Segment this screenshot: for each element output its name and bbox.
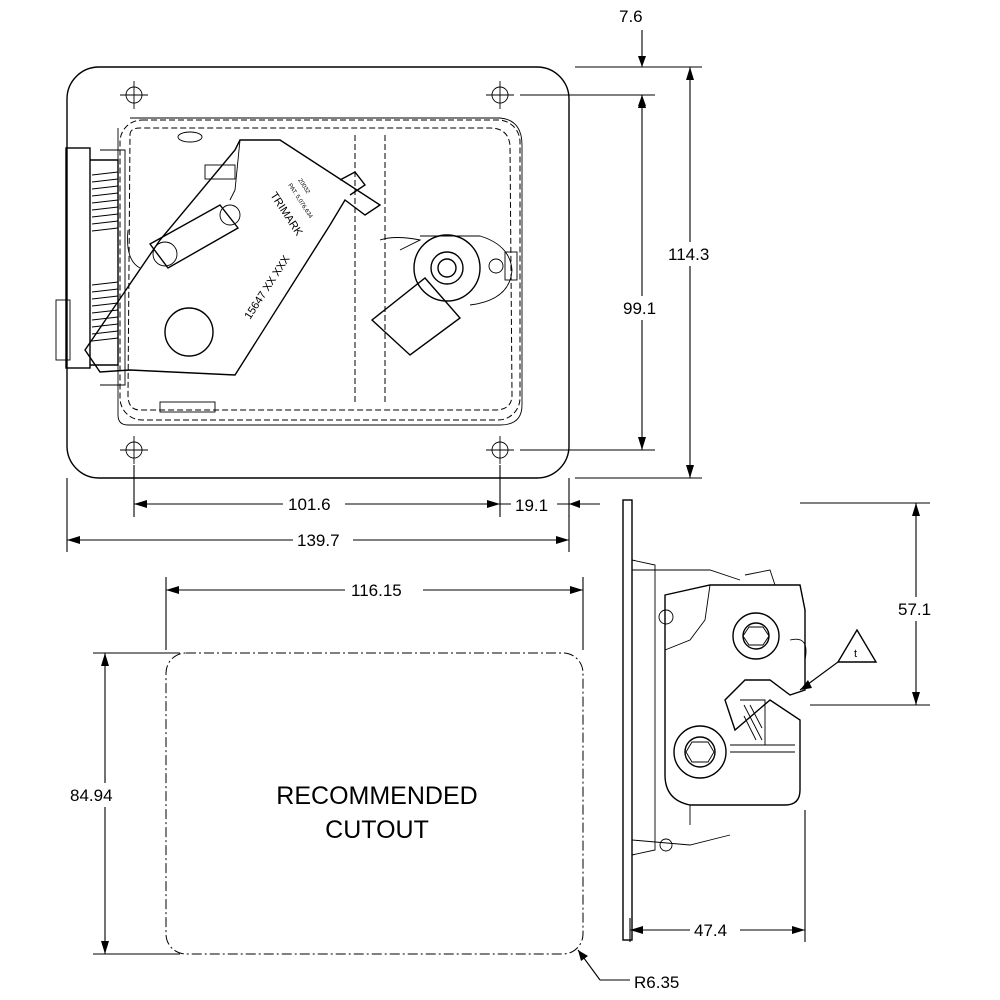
side-flange	[622, 499, 633, 941]
dim-overall-height: 114.3	[668, 245, 709, 264]
cutout-view: RECOMMENDED CUTOUT 116.15 84.94 R6.35	[66, 577, 679, 992]
cutout-label-line2: CUTOUT	[325, 816, 429, 844]
dim-cutout-width: 116.15	[351, 581, 402, 600]
dim-edge-offset: 7.6	[619, 7, 643, 26]
dim-hole-edge-distance: 19.1	[515, 496, 548, 515]
part-marking: TRIMARK PAT. 5,076,634 20032 15647 XX XX…	[242, 178, 313, 322]
mounting-hole-top-left	[120, 81, 148, 109]
recess-pan	[127, 127, 513, 411]
dim-overall-width: 139.7	[297, 531, 340, 550]
dim-side-depth: 47.4	[694, 921, 727, 940]
paddle-handle	[84, 139, 382, 376]
cutout-label-line1: RECOMMENDED	[276, 782, 477, 810]
dim-hole-spacing-vertical: 99.1	[623, 299, 656, 318]
cutout-outline	[165, 652, 584, 955]
mounting-hole-top-right	[486, 81, 514, 109]
dim-corner-radius: R6.35	[634, 973, 679, 992]
dim-hole-spacing-horizontal: 101.6	[288, 495, 331, 514]
front-view: TRIMARK PAT. 5,076,634 20032 15647 XX XX…	[55, 66, 570, 479]
dim-side-height: 57.1	[898, 600, 931, 619]
callout-triangle	[836, 628, 878, 663]
front-view-dimensions: 7.6 114.3 99.1 101.6 19.1	[66, 7, 723, 552]
flange-outline	[66, 66, 570, 479]
side-bolt-top	[732, 612, 780, 660]
side-latch-body	[664, 584, 806, 806]
side-view: 57.1 t 47.4	[622, 499, 945, 942]
mounting-hole-bottom-left	[120, 436, 148, 464]
callout-symbol: t	[854, 648, 857, 660]
mounting-hole-bottom-right	[486, 436, 514, 464]
linkage-rod	[127, 204, 241, 269]
side-bolt-bottom	[673, 725, 727, 779]
spring-housing	[55, 147, 126, 386]
part-number-text: 15647 XX XXX	[242, 253, 292, 322]
rotary-latch	[370, 234, 518, 356]
dim-cutout-height: 84.94	[70, 786, 113, 805]
